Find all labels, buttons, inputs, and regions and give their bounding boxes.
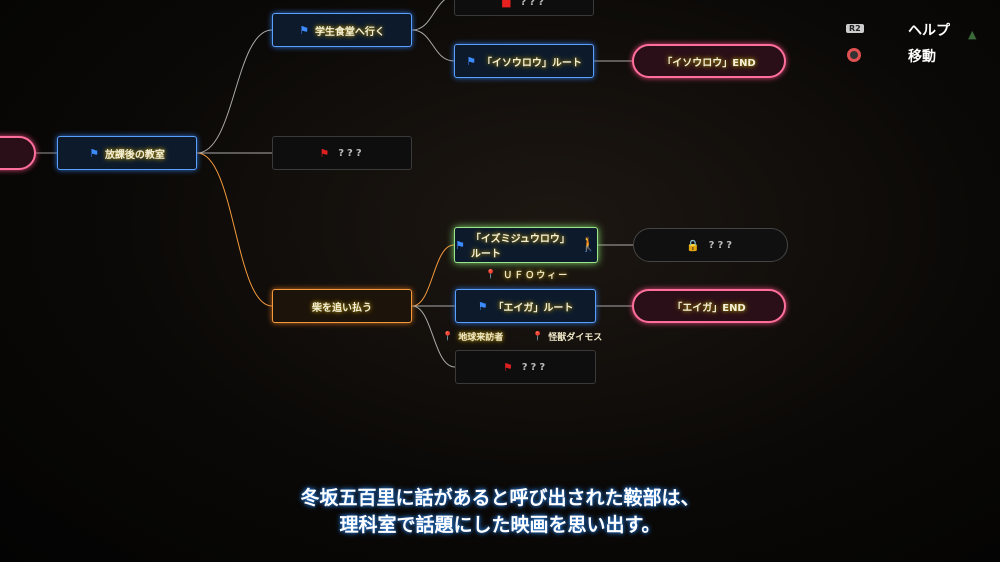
move-label: 移動 (908, 49, 936, 65)
previous-end-node[interactable] (0, 136, 36, 170)
node-unknown-top[interactable]: ■??? (454, 0, 594, 16)
keyword-kaiju: 📍怪獣ダイモス (532, 331, 603, 344)
flag-icon: ⚑ (299, 23, 309, 37)
walking-person-icon: 🚶 (579, 237, 597, 253)
node-unknown-bottom[interactable]: ⚑??? (455, 350, 596, 384)
flag-icon: ⚑ (477, 299, 488, 313)
r2-button-icon: R2 (846, 24, 864, 33)
subtitle-line-2: 理科室で話題にした映画を思い出す。 (339, 514, 661, 536)
node-eiga-end[interactable]: 「エイガ」END (632, 289, 786, 323)
node-classroom[interactable]: ⚑放課後の教室 (57, 136, 197, 170)
flag-icon: ⚑ (89, 146, 99, 160)
subtitle-line-1: 冬坂五百里に話があると呼び出された鞍部は、 (300, 487, 700, 509)
node-isourou-route[interactable]: ⚑「イソウロウ」ルート (454, 44, 594, 78)
keyword-chikyu: 📍地球来訪者 (442, 331, 504, 344)
node-izumi-route[interactable]: ⚑「イズミジュウロウ」ルート🚶 (454, 227, 598, 263)
flag-icon: ⚑ (466, 54, 476, 68)
node-shiba[interactable]: 柴を追い払う (272, 289, 412, 323)
lock-icon: 🔒 (685, 238, 703, 252)
key-pin-icon: 📍 (442, 331, 454, 342)
node-isourou-end[interactable]: 「イソウロウ」END (632, 44, 786, 78)
node-locked-unknown[interactable]: 🔒??? (633, 228, 788, 262)
node-unknown-mid[interactable]: ⚑??? (272, 136, 412, 170)
triangle-icon: ▲ (968, 28, 977, 41)
flag-icon: ⚑ (455, 238, 465, 252)
help-label[interactable]: ヘルプ (908, 23, 950, 39)
node-cafeteria[interactable]: ⚑学生食堂へ行く (272, 13, 412, 47)
key-pin-icon: 📍 (485, 269, 499, 280)
node-eiga-route[interactable]: ⚑「エイガ」ルート (455, 289, 596, 323)
key-pin-icon: 📍 (532, 331, 544, 342)
circle-button-icon (847, 48, 861, 62)
red-flag-icon: ⚑ (319, 146, 333, 160)
lock-icon: ■ (501, 0, 515, 9)
red-flag-icon: ⚑ (502, 360, 516, 374)
keyword-ufo: 📍ＵＦＯウィー (485, 269, 570, 282)
